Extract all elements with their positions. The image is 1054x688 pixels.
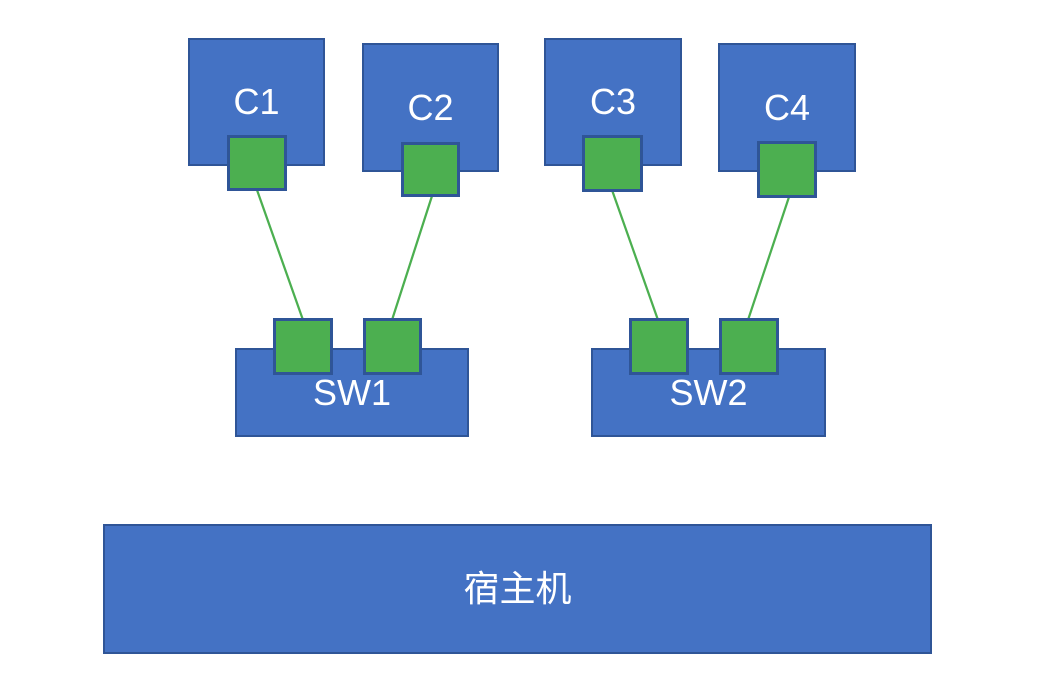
container-c4-node: C4 (718, 43, 856, 172)
switch-sw1-label: SW1 (312, 371, 391, 413)
container-c3-label: C3 (589, 81, 637, 122)
c1-port (227, 135, 287, 191)
link-c2-sw1 (390, 195, 434, 321)
sw2-port-2 (719, 318, 779, 375)
host-label: 宿主机 (463, 568, 572, 609)
link-c4-sw2 (746, 196, 791, 321)
container-c4-label: C4 (763, 86, 811, 128)
host-node: 宿主机 (103, 524, 932, 654)
switch-sw1-node: SW1 (235, 348, 469, 437)
sw1-port-1 (273, 318, 333, 375)
link-c3-sw2 (610, 189, 660, 321)
link-c1-sw1 (255, 189, 305, 321)
switch-sw2-node: SW2 (591, 348, 826, 437)
switch-sw2-label: SW2 (669, 371, 748, 413)
c2-port (401, 142, 460, 197)
sw2-port-1 (629, 318, 689, 375)
c4-port (757, 141, 817, 198)
c3-port (582, 135, 643, 192)
container-c1-label: C1 (233, 81, 280, 122)
container-c2-label: C2 (407, 86, 454, 128)
sw1-port-2 (363, 318, 422, 375)
